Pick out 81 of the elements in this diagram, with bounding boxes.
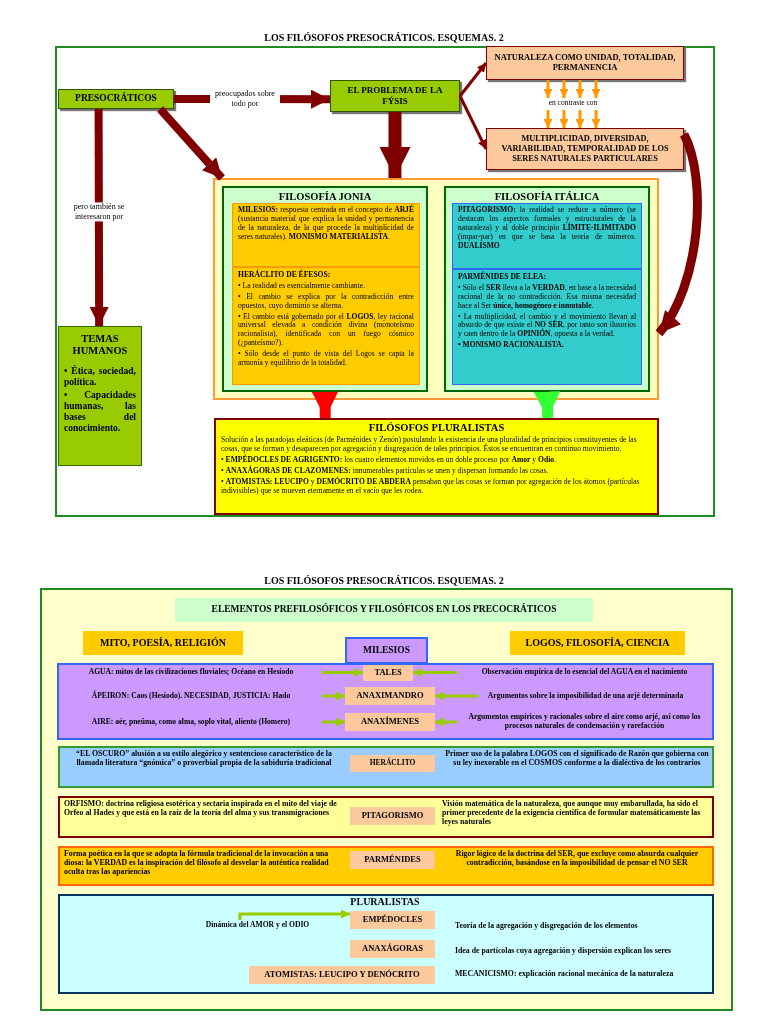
bullet-text: • Ética, sociedad, política. (64, 365, 136, 388)
arrow (311, 391, 339, 419)
arrow (322, 668, 363, 677)
heading: TEMAS HUMANOS (71, 333, 129, 358)
box-label: ANAXÁGORAS (361, 944, 424, 954)
concept-box (58, 89, 174, 109)
topic-box (58, 326, 142, 466)
category-box (510, 631, 685, 655)
box-label: EMPÉDOCLES (361, 915, 424, 925)
box-label: LOGOS, FILOSOFÍA, CIENCIA (524, 637, 671, 649)
arrow (413, 668, 457, 677)
box-label: MULTIPLICIDAD, DIVERSIDAD, VARIABILIDAD, TEMPORALIDAD DE LOS SERES NATURALES PARTICULARES (500, 134, 670, 164)
arrow (575, 110, 585, 128)
heading: FILÓSOFOS PLURALISTAS (367, 422, 506, 435)
row-band (58, 746, 714, 788)
name-tag (350, 940, 435, 958)
group-panel (222, 186, 428, 392)
box-label: PITAGORISMO (360, 811, 425, 821)
group-panel (213, 178, 659, 400)
name-tag (345, 713, 435, 731)
arrow (543, 80, 553, 98)
group-panel (57, 663, 714, 740)
name-tag (350, 851, 435, 869)
arrow (533, 391, 561, 419)
arrow (322, 717, 345, 727)
row-band (58, 894, 714, 994)
arrow (157, 106, 225, 181)
box-label: PRESOCRÁTICOS (74, 93, 158, 105)
name-tag (350, 807, 435, 825)
arrow (89, 109, 109, 326)
arrow (458, 95, 488, 150)
box-label: FILOSOFÍA JONIA (277, 191, 373, 204)
arrow (458, 62, 488, 97)
tab-box (345, 637, 428, 664)
edge-label: preocupados sobre todo por (210, 89, 280, 109)
heading-band (175, 598, 593, 622)
name-tag (350, 755, 435, 772)
arrow (655, 132, 702, 337)
group-panel (444, 186, 650, 392)
box-label: ELEMENTOS PREFILOSÓFICOS Y FILOSÓFICOS EN LOS PRECOCRÁTICOS (210, 604, 558, 616)
box-label: FILOSOFÍA ITÁLICA (493, 191, 601, 204)
bullet-text: • Capacidades humanas, las bases del conocimiento. (64, 389, 136, 435)
category-box (83, 631, 243, 655)
concept-box (452, 203, 642, 269)
arrow (435, 717, 457, 727)
box-label: MITO, POESÍA, RELIGIÓN (99, 637, 227, 649)
arrow (543, 110, 553, 128)
arrow (379, 112, 411, 178)
name-tag (249, 966, 435, 984)
box-label: TALES (373, 667, 403, 678)
arrow (591, 110, 601, 128)
arrow (322, 691, 345, 701)
concept-box (214, 418, 659, 515)
name-tag (363, 665, 413, 681)
box-label: ANAXIMANDRO (355, 691, 425, 701)
name-tag (350, 911, 435, 929)
box-label: NATURALEZA COMO UNIDAD, TOTALIDAD, PERMANENCIA (493, 53, 677, 73)
concept-box (486, 128, 684, 170)
box-label: EL PROBLEMA DE LA FÝSIS (346, 85, 444, 107)
heading: PLURALISTAS (349, 896, 421, 908)
page-title: LOS FILÓSOFOS PRESOCRÁTICOS. ESQUEMAS. 2 (263, 32, 505, 43)
row-band (58, 796, 714, 838)
arrow (559, 110, 569, 128)
box-label: PARMÉNIDES (363, 855, 422, 865)
row-band (58, 846, 714, 886)
concept-box (232, 203, 420, 267)
arrow (238, 909, 350, 920)
box-label: MILESIOS (362, 644, 411, 657)
concept-box (232, 267, 420, 385)
arrow (435, 691, 478, 701)
concept-box (452, 269, 642, 385)
arrow (559, 80, 569, 98)
edge-label: pero también se interesaron por (71, 202, 127, 222)
name-tag (345, 687, 435, 705)
box-label: ANAXÍMENES (359, 717, 421, 727)
box-label: ATOMISTAS: LEUCIPO Y DENÓCRITO (263, 970, 421, 980)
page-title: LOS FILÓSOFOS PRESOCRÁTICOS. ESQUEMAS. 2 (263, 575, 505, 586)
concept-box (486, 46, 684, 80)
concept-box (330, 80, 460, 112)
arrow (591, 80, 601, 98)
arrow (575, 80, 585, 98)
